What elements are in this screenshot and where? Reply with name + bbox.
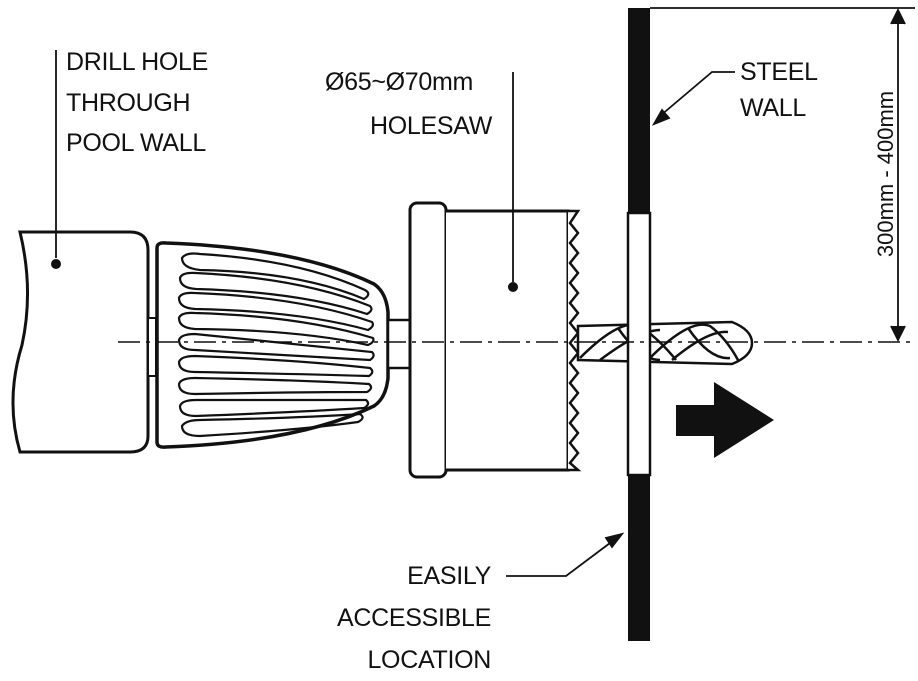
- dimension-label: 300mm - 400mm: [873, 91, 898, 257]
- svg-text:THROUGH: THROUGH: [66, 89, 190, 117]
- holesaw: [408, 201, 582, 479]
- drill-hole-leader: [51, 50, 61, 269]
- dimension-line: [650, 7, 915, 343]
- right-arrow-icon: [676, 382, 774, 458]
- drill-hole-label: DRILL HOLE THROUGH POOL WALL: [66, 48, 208, 157]
- svg-text:WALL: WALL: [740, 94, 806, 122]
- location-leader: [506, 532, 625, 577]
- svg-text:STEEL: STEEL: [740, 58, 818, 86]
- drill-chuck: [155, 241, 412, 449]
- svg-text:ACCESSIBLE: ACCESSIBLE: [337, 604, 491, 632]
- holesaw-leader: [508, 72, 518, 292]
- svg-text:LOCATION: LOCATION: [367, 646, 491, 674]
- holesaw-label: Ø65~Ø70mm HOLESAW: [325, 68, 493, 140]
- svg-text:POOL WALL: POOL WALL: [66, 129, 206, 157]
- steel-wall-leader: [651, 71, 735, 126]
- steel-wall-label: STEEL WALL: [740, 58, 818, 122]
- pilot-drill-bit: [576, 320, 754, 366]
- svg-text:DRILL HOLE: DRILL HOLE: [66, 48, 208, 76]
- svg-text:Ø65~Ø70mm: Ø65~Ø70mm: [325, 68, 473, 96]
- svg-text:HOLESAW: HOLESAW: [370, 112, 493, 140]
- location-label: EASILY ACCESSIBLE LOCATION: [337, 562, 492, 674]
- drill-body: [11, 230, 157, 454]
- steel-wall: [626, 8, 652, 641]
- svg-text:EASILY: EASILY: [407, 562, 492, 590]
